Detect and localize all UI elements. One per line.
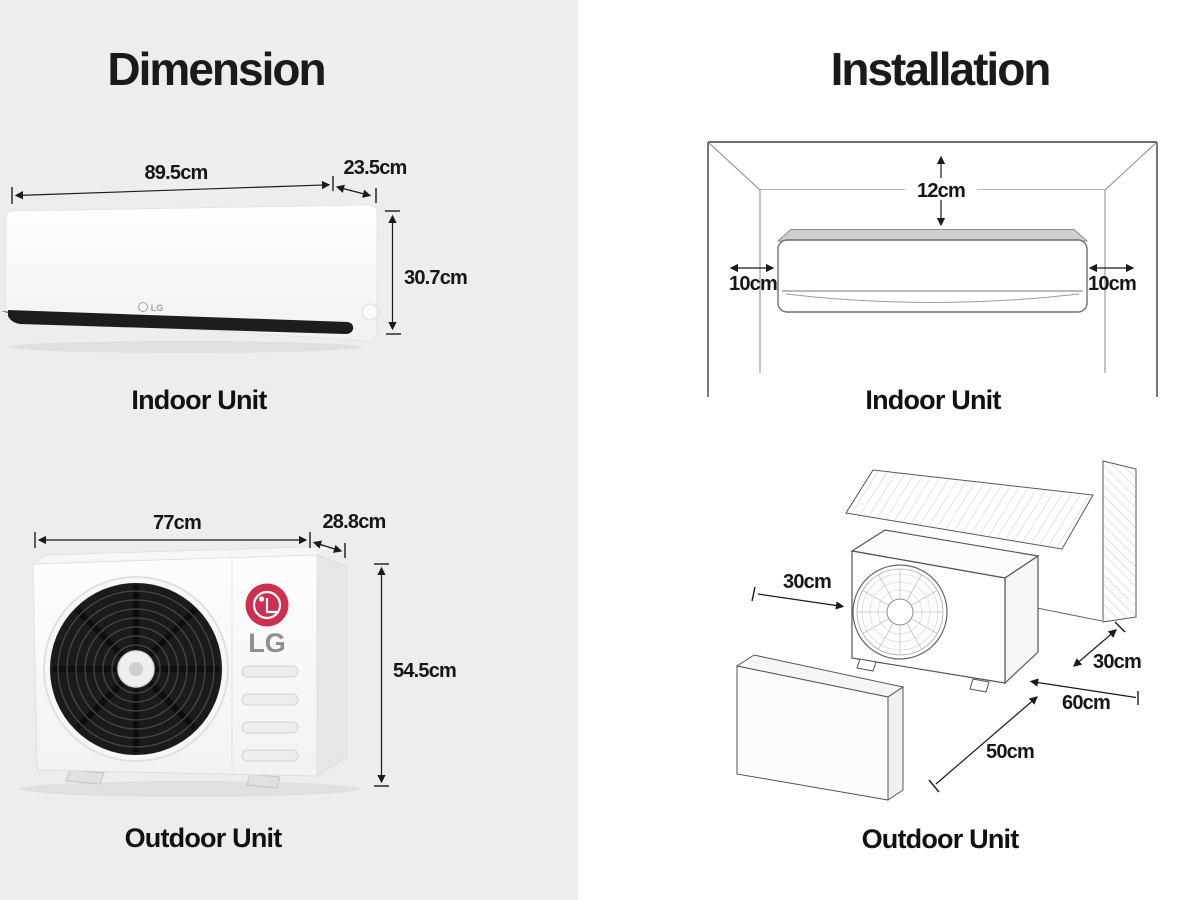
indoor-lg-label: LG (151, 303, 164, 313)
outdoor-side-face (316, 554, 348, 777)
dimension-title: Dimension (107, 43, 326, 95)
outdoor-unit-shadow (20, 781, 360, 797)
outdoor-foot-right (246, 773, 281, 789)
outdoor-clearances: 30cm 30cm 60cm 50cm (751, 571, 1142, 793)
outdoor-dimensions: 77cm 28.8cm 54.5cm (34, 511, 457, 787)
top-clearance-label: 12cm (917, 180, 965, 202)
indoor-unit-caption: Indoor Unit (131, 385, 267, 415)
indoor-unit-body (4, 204, 378, 342)
roof-panel (845, 469, 1094, 550)
outdoor-unit-drawing (850, 529, 1040, 693)
indoor-side-cap (361, 303, 379, 321)
indoor-width-label: 89.5cm (144, 162, 207, 184)
outdoor-width-label: 77cm (153, 512, 201, 534)
outdoor-install-caption: Outdoor Unit (862, 824, 1020, 854)
outdoor-left-clearance-label: 30cm (783, 571, 831, 593)
dimension-figures: LG 89.5cm 23.5cm 30.7cm Indoor Unit (1, 157, 468, 853)
outdoor-depth-label: 28.8cm (322, 511, 385, 533)
outdoor-unit-image: LG (20, 545, 360, 797)
outdoor-fan-grille (43, 576, 229, 762)
indoor-unit-shadow (7, 341, 363, 353)
outdoor-unit-caption: Outdoor Unit (125, 823, 283, 853)
installation-panel: Installation (578, 0, 1200, 900)
outdoor-foot-left (65, 769, 105, 785)
indoor-unit-drawing (776, 229, 1089, 313)
unit-foot-left (856, 658, 877, 672)
outdoor-back-clearance-label: 30cm (1093, 651, 1141, 673)
outdoor-front-clearance-label: 50cm (986, 741, 1034, 763)
outdoor-vent-slats (241, 665, 299, 762)
lg-mini-logo-icon (138, 302, 148, 312)
left-clearance-label: 10cm (729, 273, 777, 295)
wall-base-line (1036, 607, 1103, 622)
indoor-clearances: 12cm 10cm 10cm (729, 155, 1137, 295)
front-slab (735, 654, 905, 801)
indoor-install-diagram: 12cm 10cm 10cm Indoor Unit (707, 141, 1158, 415)
side-wall (1036, 460, 1137, 623)
unit-foot-right (969, 678, 990, 693)
installation-figures: 12cm 10cm 10cm Indoor Unit (707, 141, 1158, 854)
indoor-unit-image: LG (1, 204, 379, 353)
indoor-height-label: 30.7cm (404, 267, 467, 289)
outdoor-lg-label: LG (248, 628, 286, 658)
lg-logo-badge-icon (245, 583, 289, 627)
indoor-depth-label: 23.5cm (343, 157, 406, 179)
room-perspective-lines (707, 141, 1158, 373)
outdoor-right-clearance-label: 60cm (1062, 692, 1110, 714)
indoor-vent-strip (8, 310, 354, 334)
room-outer-frame (707, 141, 1158, 397)
outdoor-height-label: 54.5cm (393, 660, 456, 682)
indoor-dimensions: 89.5cm 23.5cm 30.7cm (11, 157, 468, 335)
indoor-install-caption: Indoor Unit (865, 385, 1001, 415)
installation-title: Installation (830, 43, 1052, 95)
fan-lineart (852, 564, 948, 660)
outdoor-install-diagram: 30cm 30cm 60cm 50cm Outdoor Unit (735, 460, 1142, 854)
dimension-panel: Dimension LG (0, 0, 578, 900)
right-clearance-label: 10cm (1088, 273, 1136, 295)
